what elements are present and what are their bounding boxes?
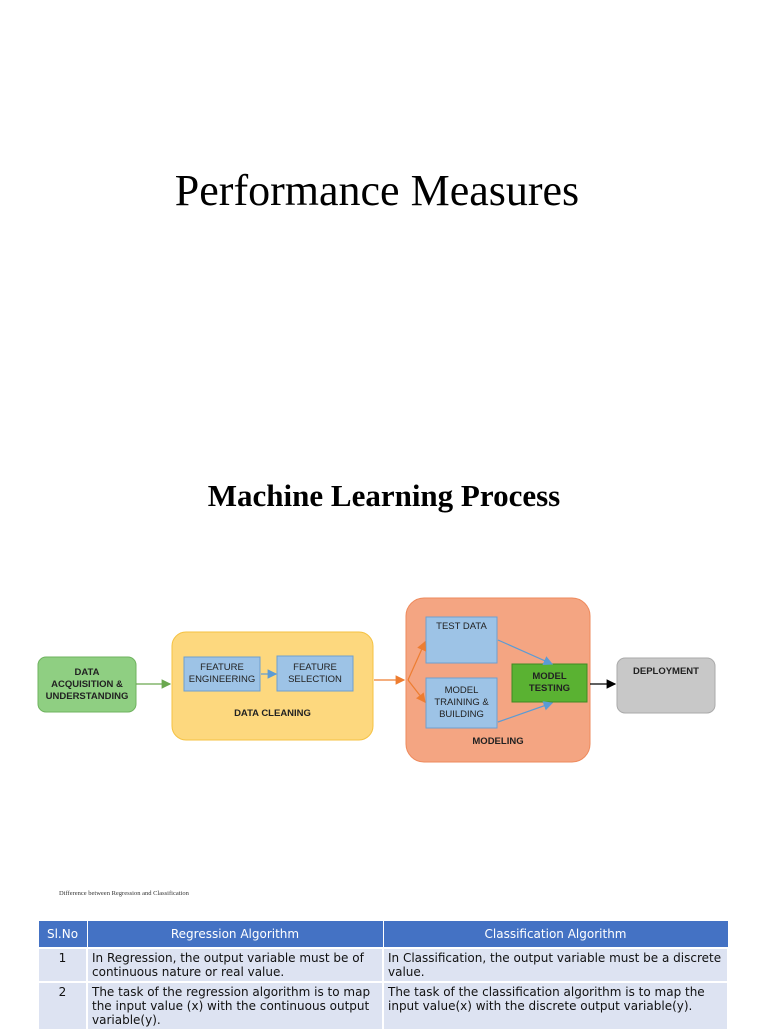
header-slno: Sl.No <box>37 920 88 949</box>
header-classification: Classification Algorithm <box>382 920 729 949</box>
label-model-training: MODEL TRAINING & BUILDING <box>434 685 489 720</box>
label-data-acquisition: DATA ACQUISITION & UNDERSTANDING <box>45 666 129 702</box>
cell-regression: The task of the regression algorithm is … <box>86 981 384 1031</box>
arrow-to-model-training <box>407 679 426 703</box>
table-header-row: Sl.No Regression Algorithm Classificatio… <box>37 920 729 949</box>
ml-process-diagram: DATA ACQUISITION & UNDERSTANDING FEATURE… <box>0 590 768 770</box>
arrow-to-test-data <box>407 640 426 681</box>
table-row: 2 The task of the regression algorithm i… <box>37 981 729 1031</box>
label-feature-selection: FEATURE SELECTION <box>288 661 342 685</box>
cell-classification: In Classification, the output variable m… <box>382 947 729 983</box>
label-data-cleaning: DATA CLEANING <box>234 708 311 719</box>
slide-title-performance-measures: Performance Measures <box>174 166 580 215</box>
node-test-data <box>425 616 498 664</box>
arrow-training-to-testing <box>497 701 554 723</box>
table-caption: Difference between Regression and Classi… <box>59 890 189 897</box>
slide-title-ml-process: Machine Learning Process <box>207 478 561 513</box>
cell-slno: 2 <box>37 981 88 1031</box>
header-regression: Regression Algorithm <box>86 920 384 949</box>
node-model-training <box>425 677 498 729</box>
ml-process-diagram-shapes <box>37 597 716 763</box>
node-deployment <box>616 657 716 714</box>
node-feature-engineering <box>183 656 261 692</box>
arrow-test-to-testing <box>497 639 554 665</box>
label-modeling: MODELING <box>472 736 524 747</box>
comparison-table: Sl.No Regression Algorithm Classificatio… <box>37 920 729 1031</box>
label-model-testing: MODEL TESTING <box>528 671 571 694</box>
cell-slno: 1 <box>37 947 88 983</box>
cell-classification: The task of the classification algorithm… <box>382 981 729 1031</box>
cell-regression: In Regression, the output variable must … <box>86 947 384 983</box>
label-deployment: DEPLOYMENT <box>633 665 699 677</box>
label-test-data: TEST DATA <box>436 621 487 632</box>
table-row: 1 In Regression, the output variable mus… <box>37 947 729 983</box>
label-feature-engineering: FEATURE ENGINEERING <box>188 662 256 685</box>
